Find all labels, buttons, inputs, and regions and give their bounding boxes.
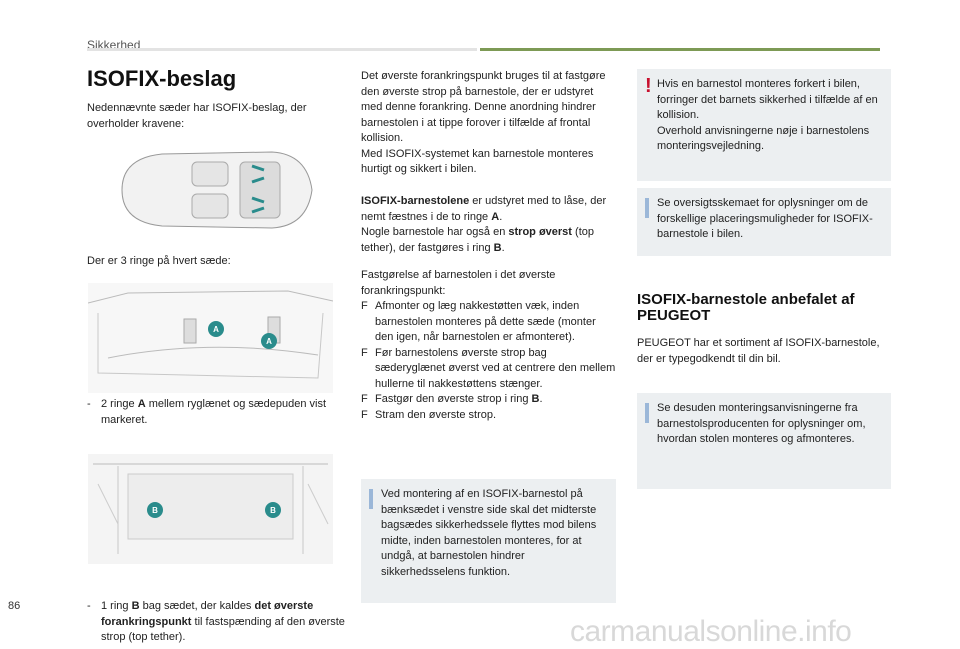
info-note-text: Ved montering af en ISOFIX-barnestol på … (381, 488, 597, 578)
ring-b-description: -1 ring B bag sædet, der kaldes det øver… (87, 600, 345, 643)
warning-icon: ! (645, 75, 652, 97)
info-icon (369, 489, 373, 509)
steps-intro: Fastgørelse af barnestolen i det øverste… (361, 269, 556, 297)
section-subtitle: ISOFIX-barnestole anbefalet af PEUGEOT (637, 291, 855, 324)
intro-text: Nedennævnte sæder har ISOFIX-beslag, der… (87, 102, 307, 130)
info-note-text: Se desuden monteringsanvisningerne fra b… (657, 402, 866, 445)
header-divider-left (87, 48, 477, 51)
marker-a-right-icon (261, 333, 277, 349)
info-note-box: Se oversigtsskemaet for oplysninger om d… (637, 188, 891, 256)
isofix-seats-description: ISOFIX-barnestolene er udstyret med to l… (361, 195, 607, 254)
page-title: ISOFIX-beslag (87, 66, 237, 91)
seat-ring-b-illustration: B B (88, 454, 333, 564)
ring-a-description: -2 ringe A mellem ryglænet og sædepuden … (87, 398, 327, 426)
marker-a-left-label: A (213, 325, 219, 334)
warning-text-2: Overhold anvisningerne nøje i barnestole… (657, 124, 870, 153)
page-number: 86 (8, 600, 21, 612)
header-divider-right (480, 48, 880, 51)
warning-note-box: ! Hvis en barnestol monteres forkert i b… (637, 69, 891, 181)
top-anchor-description: Det øverste forankringspunkt bruges til … (361, 70, 606, 175)
marker-b-right-icon (265, 502, 281, 518)
info-note-box: Ved montering af en ISOFIX-barnestol på … (361, 479, 616, 603)
car-top-view-illustration (102, 140, 322, 240)
info-icon (645, 403, 649, 423)
fastening-steps: Fastgørelse af barnestolen i det øverste… (361, 268, 616, 423)
marker-a-left-icon (208, 321, 224, 337)
warning-text: Hvis en barnestol monteres forkert i bil… (657, 78, 878, 121)
peugeot-range-text: PEUGEOT har et sortiment af ISOFIX-barne… (637, 337, 880, 365)
info-note-text: Se oversigtsskemaet for oplysninger om d… (657, 197, 873, 240)
seat-rings-a-illustration: A A (88, 283, 333, 393)
marker-b-left-icon (147, 502, 163, 518)
marker-b-left-label: B (152, 506, 158, 515)
marker-a-right-label: A (266, 337, 272, 346)
watermark-footer: carmanualsonline.info (570, 615, 852, 648)
rings-intro-text: Der er 3 ringe på hvert sæde: (87, 255, 231, 267)
info-icon (645, 198, 649, 218)
marker-b-right-label: B (270, 506, 276, 515)
info-note-box: Se desuden monteringsanvisningerne fra b… (637, 393, 891, 489)
